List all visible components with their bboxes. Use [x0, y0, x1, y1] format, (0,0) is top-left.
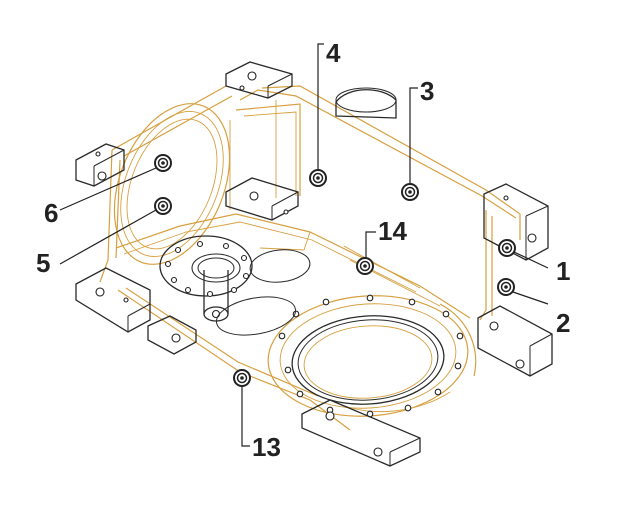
- leader-3: [409, 87, 418, 184]
- mounting-foot-left: [75, 143, 125, 187]
- leader-2: [512, 291, 549, 305]
- mounting-foot-bottom-right: [477, 305, 553, 377]
- mounting-foot-bottom-mid: [147, 315, 197, 355]
- bottom-bearing-opening: [267, 294, 469, 418]
- callout-14: 14: [378, 216, 407, 246]
- port-6: [154, 154, 172, 172]
- leader-6: [59, 167, 157, 211]
- callout-1: 1: [556, 256, 570, 286]
- output-shaft-flange: [159, 235, 253, 322]
- mounting-foot-top-mid: [225, 177, 299, 221]
- leader-4: [317, 43, 324, 170]
- callout-2: 2: [556, 308, 570, 338]
- leader-5: [59, 209, 157, 265]
- port-14: [356, 257, 374, 275]
- leader-1: [513, 251, 549, 269]
- port-3: [401, 183, 419, 201]
- port-5: [154, 197, 172, 215]
- mounting-foot-bottom-left: [75, 267, 151, 333]
- callout-4: 4: [326, 38, 341, 68]
- callout-6: 6: [44, 198, 58, 228]
- secondary-bores: [215, 249, 311, 336]
- callout-13: 13: [252, 432, 281, 462]
- mounting-foot-top-left: [225, 61, 293, 99]
- leader-13: [241, 386, 250, 447]
- mounting-foot-right: [483, 183, 549, 261]
- mounting-foot-bottom: [301, 399, 421, 467]
- leader-14: [365, 231, 376, 258]
- gearbox-housing: [99, 85, 521, 431]
- port-2: [497, 278, 515, 296]
- port-13: [233, 369, 251, 387]
- callout-5: 5: [36, 248, 50, 278]
- callout-3: 3: [420, 76, 434, 106]
- opening-bolt-holes: [278, 294, 464, 418]
- port-1: [498, 239, 516, 257]
- leader-lines: [59, 43, 549, 447]
- port-4: [309, 169, 327, 187]
- callout-labels: 1 2 3 4 5 6 13 14: [36, 38, 570, 462]
